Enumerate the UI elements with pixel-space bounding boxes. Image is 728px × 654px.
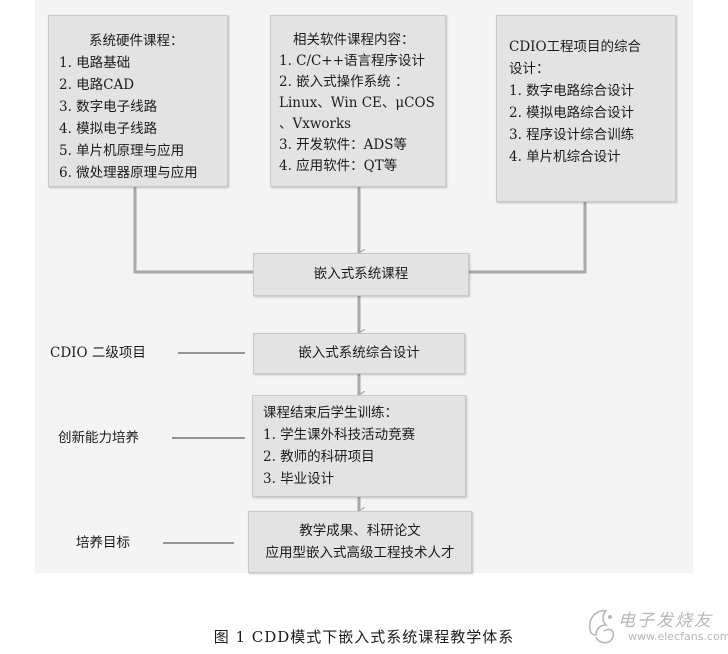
cdio-project-box: CDIO工程项目的综合 设计： 1. 数字电路综合设计 2. 模拟电路综合设计 … (496, 15, 676, 202)
student-training-box: 课程结束后学生训练： 1. 学生课外科技活动竞赛 2. 教师的科研项目 3. 毕… (252, 395, 466, 497)
hardware-course-item: 2. 电路CAD (59, 77, 135, 93)
figure-caption: 图 1 CDD模式下嵌入式系统课程教学体系 (213, 628, 515, 646)
cdio-project-title-cont: 设计： (509, 61, 550, 77)
comprehensive-design-label: 嵌入式系统综合设计 (298, 345, 420, 361)
software-courses-box: 相关软件课程内容： 1. C/C++语言程序设计 2. 嵌入式操作系统 ： Li… (270, 15, 446, 187)
software-course-item: 2. 嵌入式操作系统 ： (279, 74, 409, 90)
hardware-courses-title: 系统硬件课程： (89, 33, 184, 49)
label-innovation: 创新能力培养 (58, 430, 139, 446)
label-cdio-level2: CDIO 二级项目 (50, 345, 146, 361)
student-training-item: 2. 教师的科研项目 (263, 449, 375, 465)
label-training-target: 培养目标 (76, 535, 130, 551)
software-course-item: Linux、Win CE、μCOS (279, 95, 435, 111)
watermark-text: 电子发烧友 (618, 611, 713, 631)
training-goal-box: 教学成果、科研论文 应用型嵌入式高级工程技术人才 (248, 511, 472, 573)
embedded-course-label: 嵌入式系统课程 (313, 266, 409, 282)
cdio-project-item: 1. 数字电路综合设计 (509, 83, 635, 99)
software-courses-title: 相关软件课程内容： (293, 32, 415, 48)
hardware-course-item: 1. 电路基础 (59, 55, 131, 71)
connector-hardware-to-course (133, 186, 253, 274)
watermark-url: www.elecfans.com (628, 630, 728, 643)
software-course-item: 、Vxworks (279, 116, 352, 132)
software-course-item: 4. 应用软件：QT等 (279, 158, 398, 174)
software-course-item: 1. C/C++语言程序设计 (279, 53, 426, 69)
student-training-title: 课程结束后学生训练： (263, 405, 398, 421)
software-course-item: 3. 开发软件：ADS等 (279, 137, 407, 153)
connector-cdio-to-course (468, 186, 587, 274)
hardware-course-item: 3. 数字电子线路 (59, 99, 158, 115)
hardware-course-item: 4. 模拟电子线路 (59, 121, 158, 137)
cdio-project-item: 4. 单片机综合设计 (509, 149, 621, 165)
hardware-courses-box: 系统硬件课程： 1. 电路基础 2. 电路CAD 3. 数字电子线路 4. 模拟… (48, 15, 228, 187)
cdio-project-title: CDIO工程项目的综合 (509, 39, 642, 55)
hardware-course-item: 5. 单片机原理与应用 (59, 143, 185, 159)
comprehensive-design-box: 嵌入式系统综合设计 (253, 333, 465, 374)
hardware-course-item: 6. 微处理器原理与应用 (59, 165, 198, 181)
student-training-item: 3. 毕业设计 (263, 471, 335, 487)
training-goal-line: 应用型嵌入式高级工程技术人才 (265, 545, 455, 561)
student-training-item: 1. 学生课外科技活动竞赛 (263, 427, 416, 443)
cdio-project-item: 3. 程序设计综合训练 (509, 127, 635, 143)
cdio-project-item: 2. 模拟电路综合设计 (509, 105, 635, 121)
training-goal-line: 教学成果、科研论文 (299, 523, 421, 539)
embedded-course-box: 嵌入式系统课程 (253, 253, 469, 296)
elecfans-logo-icon (588, 609, 615, 644)
